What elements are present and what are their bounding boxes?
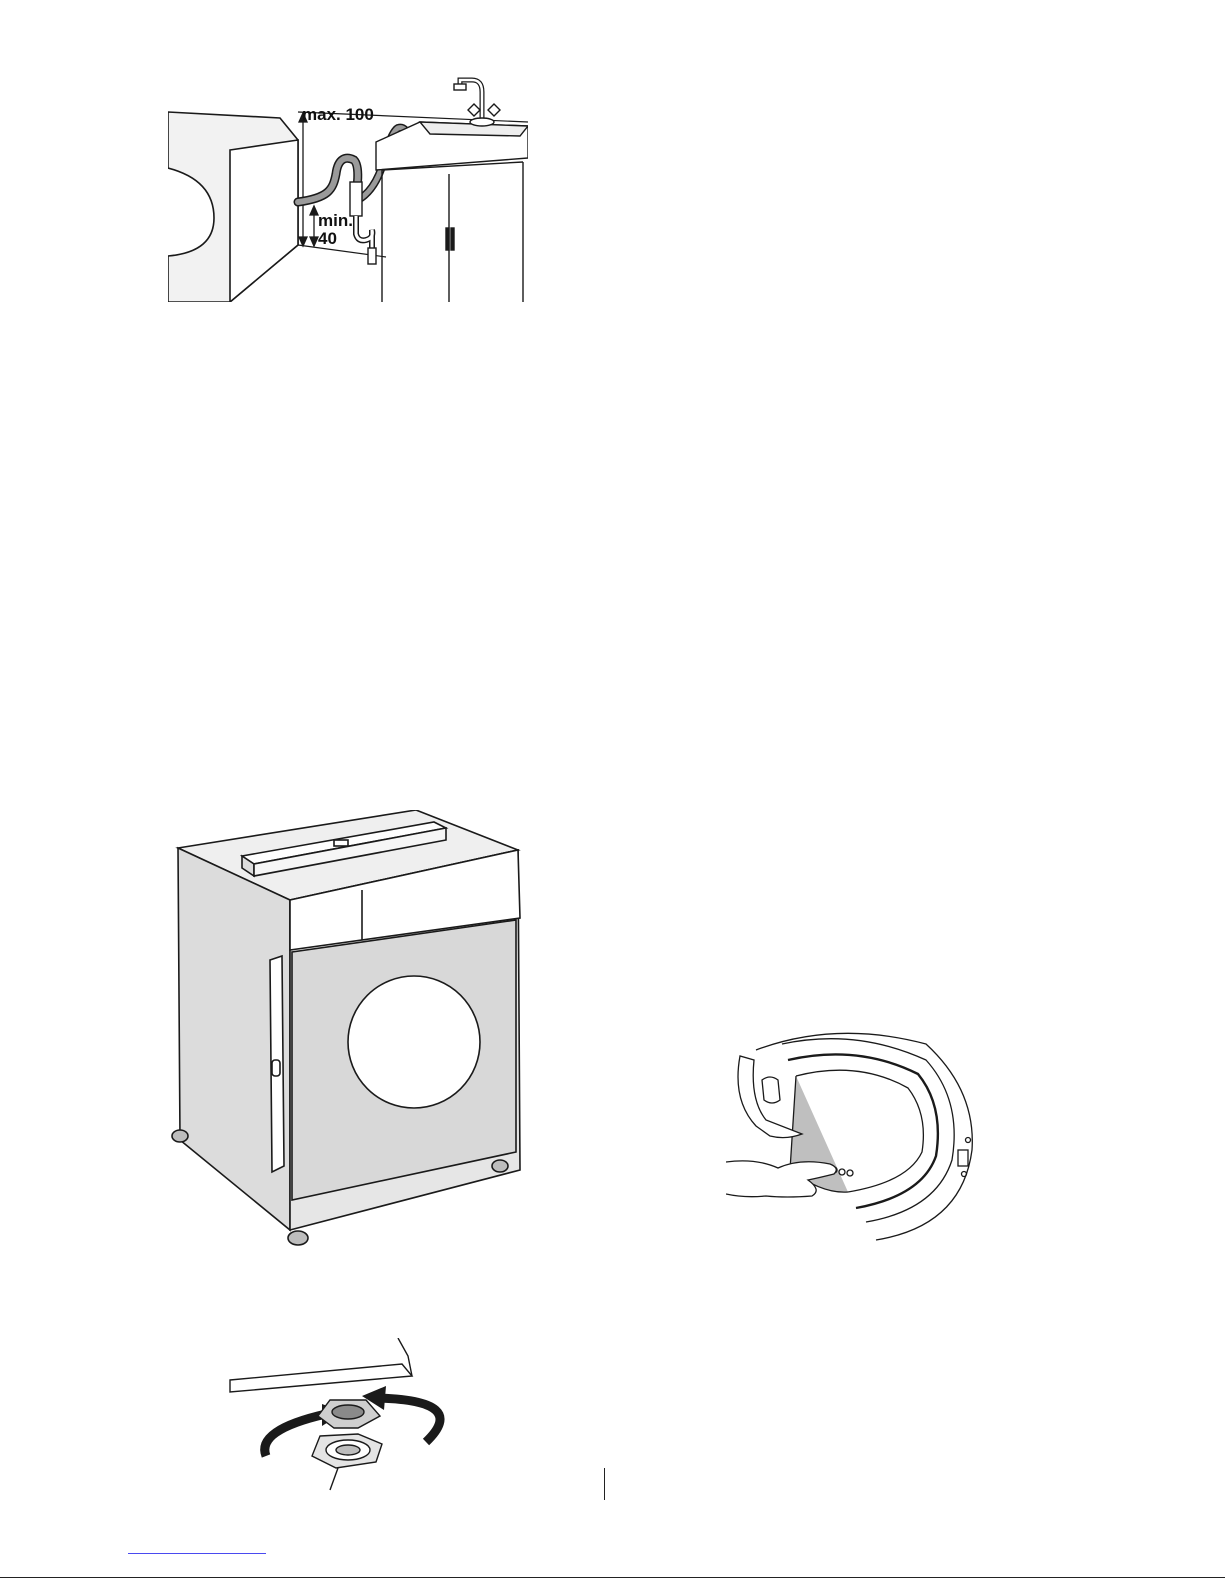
machine-body xyxy=(172,810,520,1245)
height-arrows xyxy=(299,113,318,246)
hands xyxy=(726,1056,836,1197)
max-height-label: max. 100 xyxy=(302,105,374,124)
adjustable-foot-illustration xyxy=(226,1338,460,1494)
bottom-rule xyxy=(0,1577,1225,1578)
machine-base xyxy=(230,1338,412,1392)
washing-machine-illustration xyxy=(158,810,528,1250)
sink-cabinet xyxy=(376,122,528,302)
page-divider xyxy=(604,1468,605,1500)
drain-hose-illustration: max. 100 min. 40 xyxy=(168,70,528,302)
foot-nut xyxy=(312,1400,382,1490)
washer-side xyxy=(168,112,298,302)
min-height-label-line1: min. xyxy=(318,211,353,230)
door-gasket-illustration xyxy=(726,1030,982,1244)
min-height-label-line2: 40 xyxy=(318,229,337,248)
footer-link-underline[interactable] xyxy=(128,1553,266,1554)
